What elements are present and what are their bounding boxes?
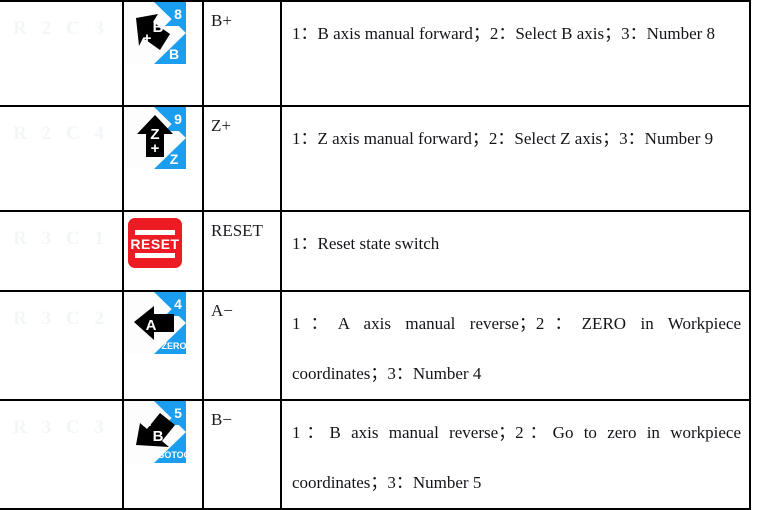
svg-text:5: 5 [174, 405, 182, 421]
svg-text:A: A [146, 317, 157, 334]
position-code-cell: R 3 C 3 [0, 400, 124, 510]
position-code-cell: R 3 C 2 [0, 291, 124, 401]
key-name-cell: RESET [203, 211, 282, 292]
svg-text:B: B [153, 428, 164, 445]
key-description-cell: 1：Reset state switch [281, 211, 751, 292]
table-row: R 3 C 2 A − 4 ZERO A− 1：A axis manual rev… [0, 291, 751, 401]
key-name-label: A− [211, 301, 233, 320]
svg-text:GOTOO: GOTOO [157, 450, 186, 460]
table-row: R 3 C 3 B − 5 GOTOO B− 1：B axis manual re… [0, 400, 751, 510]
svg-text:4: 4 [174, 296, 182, 312]
key-name-cell: Z+ [203, 106, 282, 212]
b-plus-axis-icon: B + 8 B [124, 2, 202, 64]
svg-text:−: − [157, 304, 166, 321]
position-code-label: R 2 C 4 [13, 123, 109, 144]
z-plus-axis-icon: Z + 9 Z [124, 107, 202, 169]
svg-text:B: B [153, 19, 164, 36]
key-description-text: 1：B axis manual forward；2：Select B axis；… [292, 24, 716, 43]
key-description-text: 1：Z axis manual forward；2：Select Z axis；… [292, 129, 714, 148]
table-row: R 2 C 4 Z + 9 Z Z+1：Z axis manual forwar… [0, 106, 751, 212]
key-name-label: RESET [211, 221, 263, 240]
svg-text:+: + [151, 140, 160, 157]
position-code-cell: R 3 C 1 [0, 211, 124, 292]
position-code-label: R 3 C 2 [13, 308, 109, 329]
position-code-cell: R 2 C 3 [0, 1, 124, 107]
key-description-cell: 1：B axis manual reverse；2：Go to zero in … [281, 400, 751, 510]
table-row: R 3 C 1 RESET RESET 1：Reset state switch [0, 211, 751, 292]
key-name-label: B− [211, 410, 232, 429]
svg-text:8: 8 [174, 6, 182, 22]
key-icon-cell: A − 4 ZERO [123, 291, 204, 401]
reset-icon: RESET [124, 212, 202, 274]
position-code-cell: R 2 C 4 [0, 106, 124, 212]
position-code-label: R 3 C 3 [13, 417, 109, 438]
key-description-text: 1：B axis manual reverse；2：Go to zero in … [292, 423, 741, 492]
key-description-cell: 1：Z axis manual forward；2：Select Z axis；… [281, 106, 751, 212]
key-icon-cell: B + 8 B [123, 1, 204, 107]
table-row: R 2 C 3 B + 8 B B+1：B axis manual forwar… [0, 1, 751, 107]
a-minus-axis-icon: A − 4 ZERO [124, 292, 202, 354]
key-name-label: B+ [211, 11, 232, 30]
key-description-cell: 1：A axis manual reverse；2：ZERO in Workpi… [281, 291, 751, 401]
key-description-cell: 1：B axis manual forward；2：Select B axis；… [281, 1, 751, 107]
key-name-cell: B+ [203, 1, 282, 107]
svg-text:Z: Z [150, 126, 159, 143]
svg-text:9: 9 [174, 111, 182, 127]
key-name-label: Z+ [211, 116, 231, 135]
svg-text:B: B [169, 46, 179, 62]
position-code-label: R 3 C 1 [13, 228, 109, 249]
svg-text:+: + [143, 30, 152, 47]
svg-text:Z: Z [170, 151, 179, 167]
key-name-cell: A− [203, 291, 282, 401]
svg-text:ZERO: ZERO [161, 341, 186, 351]
key-icon-cell: B − 5 GOTOO [123, 400, 204, 510]
svg-text:RESET: RESET [130, 236, 179, 252]
key-description-text: 1：A axis manual reverse；2：ZERO in Workpi… [292, 314, 741, 383]
position-code-label: R 2 C 3 [13, 18, 109, 39]
key-name-cell: B− [203, 400, 282, 510]
key-description-text: 1：Reset state switch [292, 234, 440, 253]
key-icon-cell: Z + 9 Z [123, 106, 204, 212]
key-icon-cell: RESET [123, 211, 204, 292]
svg-text:−: − [143, 417, 152, 434]
b-minus-axis-icon: B − 5 GOTOO [124, 401, 202, 463]
